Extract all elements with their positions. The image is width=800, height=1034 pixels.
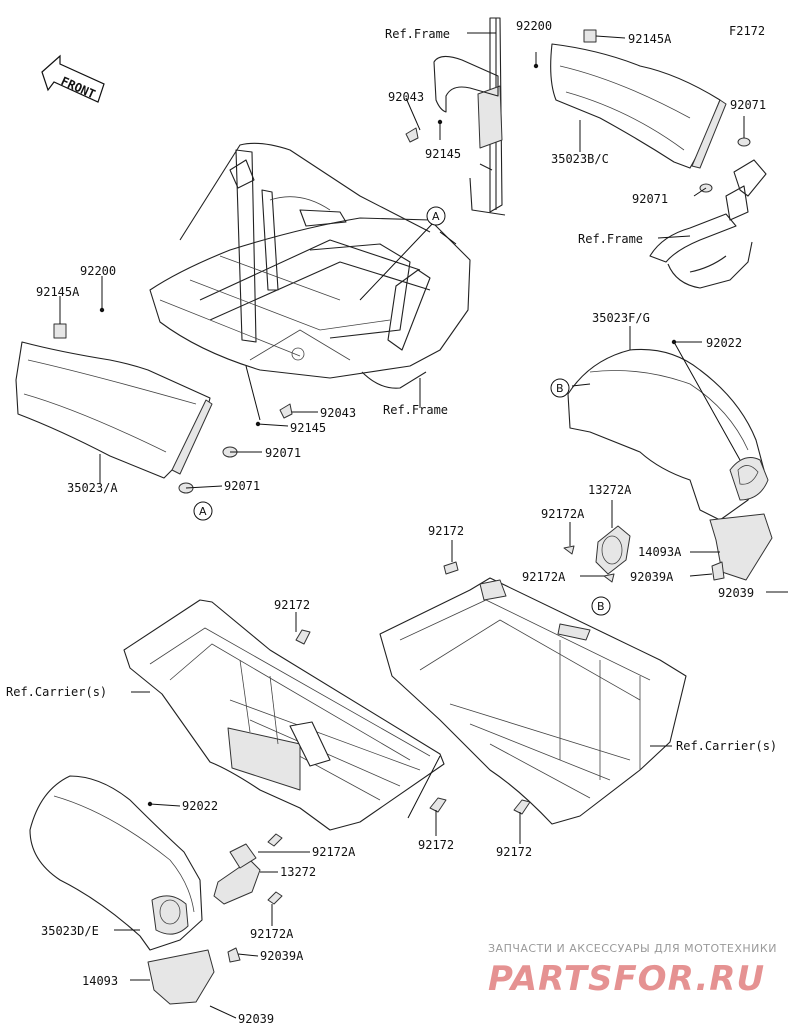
svg-text:B: B	[556, 382, 564, 395]
vehicle-frame-center	[149, 142, 471, 389]
part-label-14093: 14093	[82, 974, 118, 988]
part-label-92172-leftmid: 92172	[274, 598, 310, 612]
part-label-92145a-left: 92145A	[36, 285, 80, 299]
part-label-35023bc: 35023B/C	[551, 152, 609, 166]
part-label-92071-top-right: 92071	[730, 98, 766, 112]
watermark-brand: PARTSFOR.RU	[488, 959, 765, 999]
bracket-13272	[213, 843, 261, 963]
front-arrow-icon: FRONT	[41, 54, 105, 103]
part-label-92022-left: 92022	[182, 799, 218, 813]
part-label-92071-mid1: 92071	[265, 446, 301, 460]
callout-a-top: A	[426, 206, 446, 226]
part-label-13272: 13272	[280, 865, 316, 879]
side-panel-35023a	[15, 323, 213, 479]
part-label-92022-right: 92022	[706, 336, 742, 350]
side-panel-35023bc	[550, 29, 727, 169]
ref-carrier-label-left: Ref.Carrier(s)	[6, 685, 107, 699]
part-label-92172a-r1: 92172A	[541, 507, 585, 521]
ref-carrier-label-right: Ref.Carrier(s)	[676, 739, 777, 753]
svg-text:A: A	[432, 210, 440, 223]
part-label-92145-mid: 92145	[290, 421, 326, 435]
bolt-icons	[267, 561, 531, 905]
frame-bracket-right	[649, 159, 767, 289]
part-label-92172-bot1: 92172	[418, 838, 454, 852]
ref-frame-label-right: Ref.Frame	[578, 232, 643, 246]
part-label-92043-mid: 92043	[320, 406, 356, 420]
part-label-92172a-l1: 92172A	[312, 845, 356, 859]
callout-b-carrier: B	[591, 596, 611, 616]
ref-frame-label-mid: Ref.Frame	[383, 403, 448, 417]
part-label-92200-top: 92200	[516, 19, 552, 33]
frame-bracket-top	[433, 17, 506, 216]
part-label-92172-topmid: 92172	[428, 524, 464, 538]
callout-a-left: A	[193, 501, 213, 521]
diagram-code: F2172	[729, 24, 765, 38]
bracket-13272a	[563, 525, 725, 583]
part-label-92172-bot2: 92172	[496, 845, 532, 859]
carrier-left	[123, 599, 445, 831]
part-label-92039-right: 92039	[718, 586, 754, 600]
ref-frame-label-top: Ref.Frame	[385, 27, 450, 41]
svg-text:B: B	[597, 600, 605, 613]
watermark-tagline: ЗАПЧАСТИ И АКСЕССУАРЫ ДЛЯ МОТОТЕХНИКИ	[488, 942, 777, 955]
part-label-92039a-left: 92039A	[260, 949, 304, 963]
part-label-92172a-l2: 92172A	[250, 927, 294, 941]
part-label-92145-top: 92145	[425, 147, 461, 161]
part-label-13272a: 13272A	[588, 483, 632, 497]
part-label-92071-mid2: 92071	[224, 479, 260, 493]
grommet-icons	[178, 127, 751, 494]
part-label-14093a: 14093A	[638, 545, 682, 559]
part-label-92039a-right: 92039A	[630, 570, 674, 584]
part-label-92200-left: 92200	[80, 264, 116, 278]
part-label-35023de: 35023D/E	[41, 924, 99, 938]
callout-b-right: B	[550, 378, 570, 398]
carrier-right	[379, 577, 687, 825]
leader-lines	[59, 32, 788, 1019]
fender-35023fg	[567, 348, 773, 581]
fender-35023de	[29, 775, 215, 1005]
part-label-92145a-top: 92145A	[628, 32, 672, 46]
part-label-35023fg: 35023F/G	[592, 311, 650, 325]
svg-text:A: A	[199, 505, 207, 518]
part-label-92043-top: 92043	[388, 90, 424, 104]
part-label-92172a-r2: 92172A	[522, 570, 566, 584]
part-label-35023a: 35023/A	[67, 481, 118, 495]
part-label-92071-top-mid: 92071	[632, 192, 668, 206]
part-label-92039-left: 92039	[238, 1012, 274, 1026]
